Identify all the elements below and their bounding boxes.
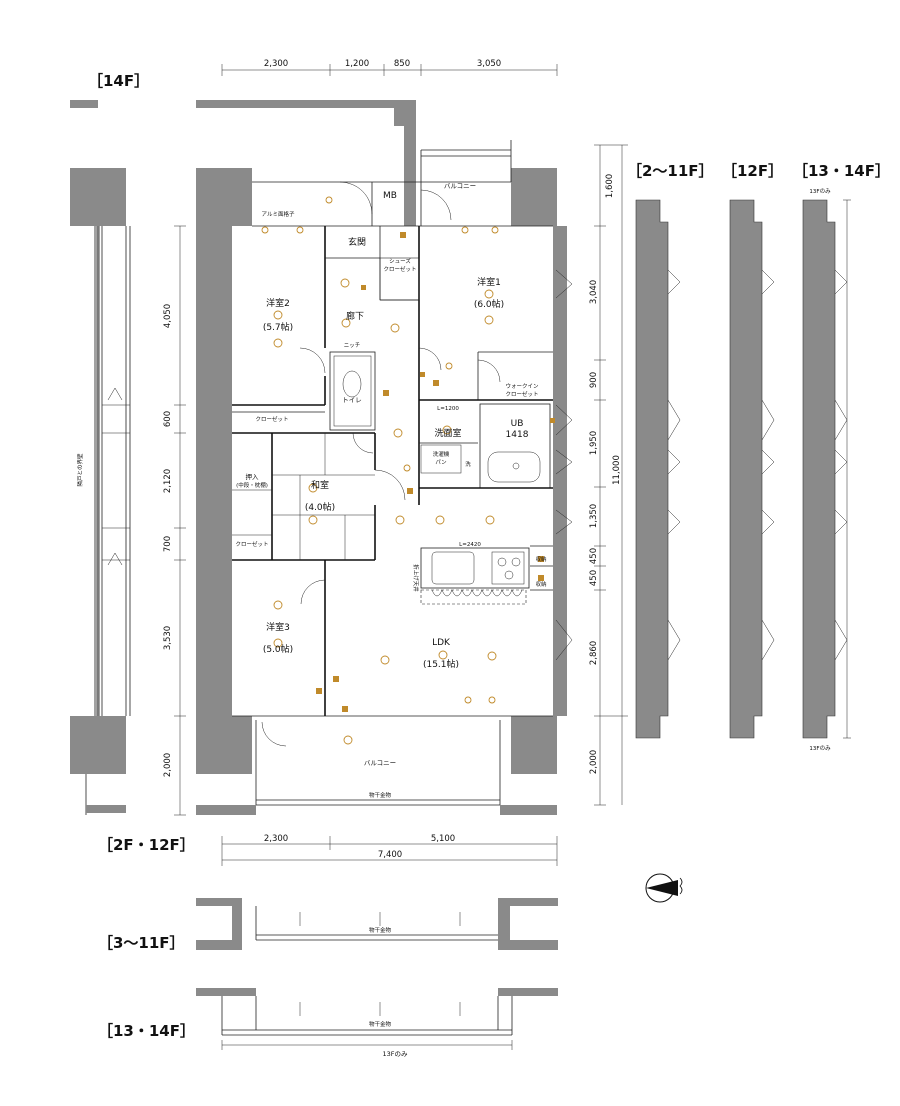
elevation-2-11f (635, 199, 681, 739)
label-yoshitsu2-size: (5.7帖) (263, 321, 293, 333)
label-13-14f-bottom: ［13・14F］ (98, 1022, 195, 1040)
dim-right-2: 3,040 (589, 280, 599, 304)
label-closet2: クローゼット (235, 540, 268, 548)
label-ceiling: 折上げ天井 (412, 564, 420, 592)
dim-right-6: 450 (589, 548, 599, 564)
elevation-13-14f: 13Fのみ 13Fのみ (802, 188, 851, 752)
label-roka: 廊下 (346, 310, 364, 322)
elevation-12f (729, 199, 775, 739)
label-walkin-closet: クローゼット (505, 390, 538, 398)
label-senmen: 洗面室 (434, 427, 461, 439)
label-balcony-bottom: バルコニー (364, 759, 396, 767)
doors (261, 181, 573, 747)
label-sink-length: L=1200 (437, 406, 459, 412)
label-ldk-size: (15.1帖) (423, 658, 459, 670)
elevation-14f: 隣戸との界壁 (70, 100, 131, 815)
dim-left-6: 2,000 (163, 753, 173, 777)
bottom-dimensions: 2,300 5,100 7,400 (221, 834, 558, 866)
dim-right-8: 2,860 (589, 641, 599, 665)
label-shuno1: 収納 (535, 555, 547, 563)
label-washitsu-size: (4.0帖) (305, 501, 335, 513)
label-washer: 洗濯機 (433, 450, 450, 458)
label-ub-size: 1418 (506, 430, 529, 440)
dim-right-9: 2,000 (589, 750, 599, 774)
dim-top-3: 850 (394, 59, 410, 69)
note-13f-only-bottom: 13Fのみ (809, 745, 831, 752)
dim-right-5: 1,350 (589, 504, 599, 528)
dim-left-5: 3,530 (163, 626, 173, 650)
dim-right-3: 900 (589, 372, 599, 388)
label-walkin: ウォークイン (505, 382, 539, 390)
label-alumi: アルミ面格子 (262, 210, 295, 218)
label-2f-12f: ［2F・12F］ (98, 836, 195, 854)
room-labels: MB バルコニー アルミ面格子 玄関 シューズ クローゼット 洋室1 (6.0帖… (235, 182, 547, 799)
label-hosi-13-14: 物干金物 (369, 1020, 392, 1028)
dim-right-7: 450 (589, 570, 599, 586)
dim-bottom-1: 2,300 (264, 834, 288, 844)
label-mb: MB (383, 191, 397, 201)
right-dimensions: 1,600 3,040 900 1,950 1,350 450 450 2,86… (589, 144, 628, 806)
label-kitchen-length: L=2420 (459, 542, 481, 548)
dim-bottom-3: 7,400 (378, 850, 402, 860)
label-oshiire: 押入 (246, 472, 260, 481)
label-shoes: シューズ (389, 257, 411, 265)
note-13f-only-plan: 13Fのみ (382, 1050, 408, 1058)
balcony-13-14f: 物干金物 13Fのみ (196, 988, 558, 1058)
dim-top-1: 2,300 (264, 59, 288, 69)
balcony-3-11f: 物干金物 (196, 898, 558, 950)
label-ldk: LDK (432, 638, 451, 648)
dim-top-2: 1,200 (345, 59, 369, 69)
dim-bottom-2: 5,100 (431, 834, 455, 844)
partitions (232, 182, 553, 716)
label-washitsu: 和室 (311, 479, 329, 491)
dim-left-4: 700 (163, 536, 173, 552)
label-ub: UB (511, 419, 524, 429)
dim-left-1: 4,050 (163, 304, 173, 328)
label-hosi-3-11: 物干金物 (369, 926, 392, 934)
top-dimensions: 2,300 1,200 850 3,050 (221, 59, 558, 76)
label-3-11f: ［3〜11F］ (98, 934, 185, 952)
outlet-marks (316, 232, 555, 712)
label-toilet: トイレ (342, 396, 362, 404)
dim-top-4: 3,050 (477, 59, 501, 69)
dim-right-total: 11,000 (612, 455, 622, 485)
label-hosi: 物干金物 (369, 791, 392, 799)
label-yoshitsu1: 洋室1 (477, 276, 501, 288)
compass-icon (645, 873, 683, 903)
left-dimensions: 4,050 600 2,120 700 3,530 2,000 (163, 225, 186, 816)
label-niche: ニッチ (344, 342, 361, 349)
label-washer-pan: パン (435, 459, 447, 466)
label-12f: ［12F］ (722, 162, 783, 180)
label-closet1: クローゼット (255, 415, 288, 423)
label-shoes-closet: クローゼット (383, 265, 416, 273)
light-fixtures (261, 196, 499, 745)
party-wall-label: 隣戸との界壁 (76, 453, 84, 486)
label-genkan: 玄関 (348, 236, 366, 248)
label-yoshitsu1-size: (6.0帖) (474, 298, 504, 310)
label-yoshitsu2: 洋室2 (266, 297, 290, 309)
label-14f: ［14F］ (88, 72, 149, 90)
dim-right-1: 1,600 (605, 174, 615, 198)
label-oshiire-detail: (中段・枕棚) (236, 481, 268, 489)
label-shuno2: 収納 (535, 580, 547, 588)
label-balcony-top: バルコニー (444, 182, 476, 190)
main-plan-walls (196, 100, 567, 815)
dim-left-2: 600 (163, 411, 173, 427)
dim-right-4: 1,950 (589, 431, 599, 455)
label-2-11f: ［2〜11F］ (627, 162, 714, 180)
label-13-14f: ［13・14F］ (793, 162, 890, 180)
label-sen: 洗 (465, 460, 471, 468)
note-13f-only-top: 13Fのみ (809, 188, 831, 195)
label-yoshitsu3-size: (5.0帖) (263, 643, 293, 655)
dim-left-3: 2,120 (163, 469, 173, 493)
label-yoshitsu3: 洋室3 (266, 621, 290, 633)
